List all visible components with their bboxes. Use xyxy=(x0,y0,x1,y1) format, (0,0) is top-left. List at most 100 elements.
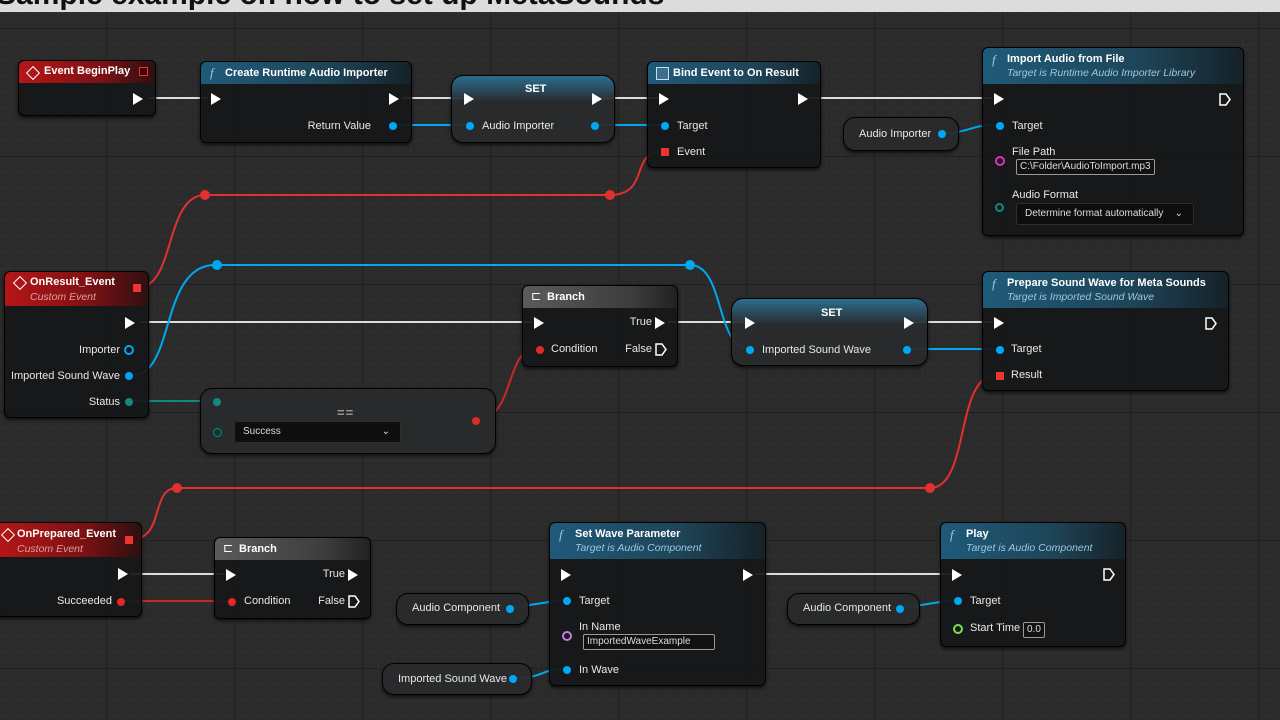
exec-input-pin[interactable] xyxy=(745,317,755,329)
node-title: Event BeginPlay xyxy=(44,65,131,77)
return-value-pin[interactable] xyxy=(389,122,397,130)
set-imported-sound-wave-node[interactable]: SET Imported Sound Wave xyxy=(731,298,928,366)
target-input-pin[interactable] xyxy=(954,597,962,605)
true-exec-output-pin[interactable] xyxy=(655,317,665,329)
in-wave-input-pin[interactable] xyxy=(563,666,571,674)
delegate-output-pin[interactable] xyxy=(133,284,141,292)
import-audio-from-file-node[interactable]: f Import Audio from File Target is Runti… xyxy=(982,47,1244,236)
exec-output-pin[interactable] xyxy=(743,569,753,581)
set-wave-parameter-node[interactable]: f Set Wave Parameter Target is Audio Com… xyxy=(549,522,766,686)
node-header xyxy=(5,272,148,306)
exec-output-pin[interactable] xyxy=(389,93,399,105)
exec-output-pin[interactable] xyxy=(118,568,128,580)
set-audio-importer-node[interactable]: SET Audio Importer xyxy=(451,75,615,143)
exec-input-pin[interactable] xyxy=(561,569,571,581)
result-input-pin[interactable] xyxy=(996,372,1004,380)
equals-symbol: == xyxy=(337,405,355,420)
delegate-output-pin[interactable] xyxy=(139,67,148,76)
exec-input-pin[interactable] xyxy=(226,569,236,581)
audio-component-variable-node[interactable]: Audio Component xyxy=(396,593,529,625)
enum-dropdown[interactable]: Success ⌄ xyxy=(234,421,401,443)
target-input-pin[interactable] xyxy=(563,597,571,605)
file-path-input-pin[interactable] xyxy=(995,156,1005,166)
exec-output-pin[interactable] xyxy=(1205,317,1217,330)
function-icon: f xyxy=(950,527,954,542)
exec-output-pin[interactable] xyxy=(133,93,143,105)
play-node[interactable]: f Play Target is Audio Component Target … xyxy=(940,522,1126,647)
bool-output-pin[interactable] xyxy=(472,417,480,425)
reroute-knot xyxy=(925,483,935,493)
exec-output-pin[interactable] xyxy=(798,93,808,105)
audio-component-variable-node[interactable]: Audio Component xyxy=(787,593,920,625)
exec-output-pin[interactable] xyxy=(1103,568,1115,581)
target-label: Target xyxy=(970,595,1001,607)
start-time-field[interactable]: 0.0 xyxy=(1023,622,1045,638)
branch-node[interactable]: ⊏ Branch True Condition False xyxy=(522,285,678,367)
variable-label: Audio Component xyxy=(803,602,892,614)
exec-output-pin[interactable] xyxy=(125,317,135,329)
exec-input-pin[interactable] xyxy=(211,93,221,105)
variable-output-pin[interactable] xyxy=(509,675,517,683)
enum-value: Success xyxy=(243,426,281,437)
imported-sound-wave-output-pin[interactable] xyxy=(903,346,911,354)
start-time-input-pin[interactable] xyxy=(953,624,963,634)
equals-enum-node[interactable]: == Success ⌄ xyxy=(200,388,496,454)
false-exec-output-pin[interactable] xyxy=(348,595,360,608)
succeeded-output-pin[interactable] xyxy=(117,598,125,606)
branch-node[interactable]: ⊏ Branch True Condition False xyxy=(214,537,371,619)
status-output-pin[interactable] xyxy=(125,398,133,406)
condition-input-pin[interactable] xyxy=(228,598,236,606)
condition-input-pin[interactable] xyxy=(536,346,544,354)
file-path-field[interactable]: C:\Folder\AudioToImport.mp3 xyxy=(1016,159,1155,175)
variable-output-pin[interactable] xyxy=(938,130,946,138)
node-title: Set Wave Parameter xyxy=(575,528,681,540)
exec-output-pin[interactable] xyxy=(1219,93,1231,106)
audio-importer-label: Audio Importer xyxy=(482,120,555,132)
exec-input-pin[interactable] xyxy=(534,317,544,329)
exec-input-pin[interactable] xyxy=(994,317,1004,329)
create-runtime-audio-importer-node[interactable]: f Create Runtime Audio Importer Return V… xyxy=(200,61,412,143)
node-header xyxy=(523,286,677,308)
on-result-event-node[interactable]: OnResult_Event Custom Event Importer Imp… xyxy=(4,271,149,418)
exec-input-pin[interactable] xyxy=(659,93,669,105)
node-title: OnPrepared_Event xyxy=(17,528,117,540)
imported-sound-wave-label: Imported Sound Wave xyxy=(10,370,120,382)
exec-input-pin[interactable] xyxy=(952,569,962,581)
on-prepared-event-node[interactable]: OnPrepared_Event Custom Event Succeeded xyxy=(0,522,142,617)
imported-sound-wave-output-pin[interactable] xyxy=(125,372,133,380)
node-title: Import Audio from File xyxy=(1007,53,1125,65)
audio-format-dropdown[interactable]: Determine format automatically ⌄ xyxy=(1016,203,1194,225)
target-input-pin[interactable] xyxy=(996,346,1004,354)
audio-importer-input-pin[interactable] xyxy=(466,122,474,130)
function-icon: f xyxy=(992,52,996,67)
false-label: False xyxy=(318,595,345,607)
target-label: Target xyxy=(677,120,708,132)
exec-output-pin[interactable] xyxy=(904,317,914,329)
true-exec-output-pin[interactable] xyxy=(348,569,358,581)
false-exec-output-pin[interactable] xyxy=(655,343,667,356)
imported-sound-wave-variable-node[interactable]: Imported Sound Wave xyxy=(382,663,532,695)
exec-input-pin[interactable] xyxy=(994,93,1004,105)
audio-importer-output-pin[interactable] xyxy=(591,122,599,130)
prepare-sound-wave-node[interactable]: f Prepare Sound Wave for Meta Sounds Tar… xyxy=(982,271,1229,391)
importer-output-pin[interactable] xyxy=(124,345,134,355)
event-input-pin[interactable] xyxy=(661,148,669,156)
chevron-down-icon: ⌄ xyxy=(1174,208,1183,219)
event-beginplay-node[interactable]: Event BeginPlay xyxy=(18,60,156,116)
exec-output-pin[interactable] xyxy=(592,93,602,105)
audio-format-input-pin[interactable] xyxy=(995,203,1004,212)
audio-importer-variable-node[interactable]: Audio Importer xyxy=(843,117,959,151)
variable-output-pin[interactable] xyxy=(506,605,514,613)
exec-input-pin[interactable] xyxy=(464,93,474,105)
in-name-field[interactable]: ImportedWaveExample xyxy=(583,634,715,650)
variable-output-pin[interactable] xyxy=(896,605,904,613)
delegate-output-pin[interactable] xyxy=(125,536,133,544)
enum-a-input-pin[interactable] xyxy=(213,398,221,406)
bind-event-node[interactable]: Bind Event to On Result Target Event xyxy=(647,61,821,168)
in-name-input-pin[interactable] xyxy=(562,631,572,641)
target-input-pin[interactable] xyxy=(996,122,1004,130)
branch-icon: ⊏ xyxy=(531,289,542,303)
enum-b-input-pin[interactable] xyxy=(213,428,222,437)
target-input-pin[interactable] xyxy=(661,122,669,130)
imported-sound-wave-input-pin[interactable] xyxy=(746,346,754,354)
